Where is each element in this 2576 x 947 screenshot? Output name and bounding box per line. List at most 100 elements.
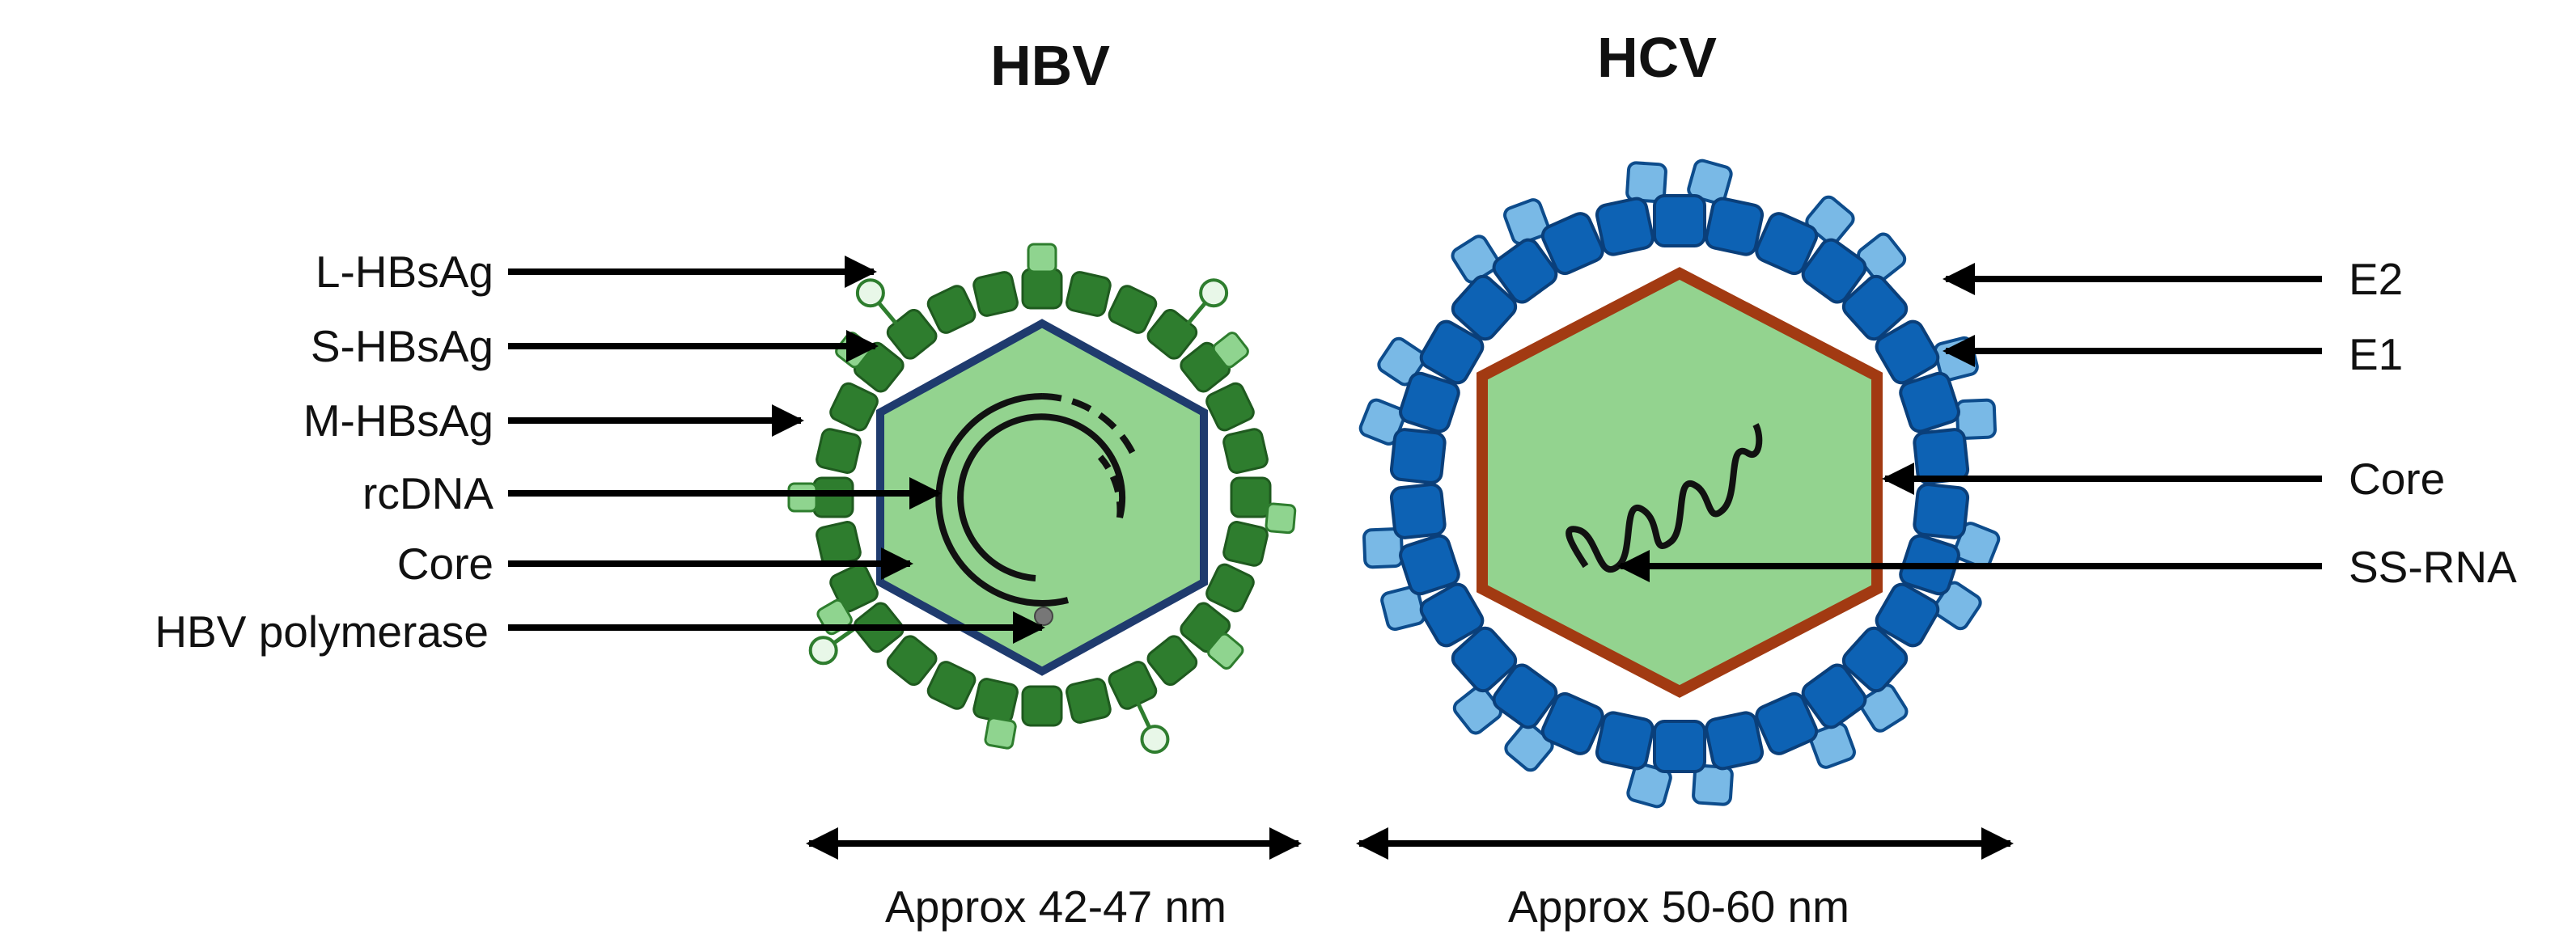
hcv-e1-protein (1653, 720, 1706, 773)
hcv-e1-protein (1801, 238, 1867, 304)
hbv-envelope-protein (926, 661, 977, 710)
hcv-e1-protein (1841, 274, 1909, 341)
hcv-size-label: Approx 50-60 nm (1508, 881, 1849, 932)
hcv-e2-protein (1859, 683, 1909, 733)
hcv-e1-protein (1399, 371, 1460, 433)
hbv-label-s-hbsag: S-HBsAg (311, 321, 879, 371)
hcv-e2-protein (1955, 398, 1997, 440)
hcv-e2-protein (1503, 198, 1550, 246)
hcv-e2-protein (1932, 581, 1982, 631)
hbv-envelope-protein (886, 308, 938, 360)
hcv-e2-protein (1687, 159, 1733, 205)
hcv-e1-protein (1755, 212, 1819, 276)
label-hcv-core: Core (2349, 454, 2445, 504)
hcv-e1-protein (1540, 691, 1604, 755)
hcv-e2-protein (1377, 336, 1427, 387)
hbv-size-label: Approx 42-47 nm (885, 881, 1227, 932)
hbv-rcdna (935, 393, 1136, 607)
hcv-e2-protein (1953, 522, 2001, 569)
hcv-e2-protein (1451, 235, 1501, 284)
hcv-e1-protein (1595, 711, 1654, 771)
hbv-label-core: Core (397, 539, 913, 589)
hcv-e1-protein (1913, 428, 1970, 484)
l-hbsag-knob (855, 278, 885, 308)
m-hbsag-protein (1207, 632, 1244, 670)
hcv-e1-protein (1841, 626, 1909, 693)
l-hbsag-stalk (1136, 701, 1152, 730)
label-ss-rna: SS-RNA (2349, 542, 2517, 592)
hcv-e1-protein (1451, 626, 1518, 693)
hcv-e2-protein (1857, 232, 1907, 282)
hbv-envelope-protein (1108, 285, 1158, 334)
hcv-e2-protein (1362, 527, 1405, 569)
hcv-capsid (1477, 267, 1883, 698)
label-e2: E2 (2349, 254, 2403, 304)
m-hbsag-protein (1212, 332, 1249, 369)
hcv-e1-protein (1540, 212, 1604, 276)
hcv-ss-rna (1566, 423, 1763, 573)
hbv-envelope-protein (1205, 382, 1255, 432)
hcv-envelope (1358, 159, 2001, 809)
hbv-envelope-protein (1066, 678, 1112, 724)
hcv-e1-protein (1801, 663, 1867, 729)
hbv-envelope-protein (886, 635, 938, 687)
m-hbsag-protein (984, 717, 1017, 750)
hcv-e1-protein (1875, 582, 1940, 648)
hbv-envelope-protein (829, 382, 879, 432)
l-hbsag-stalk (875, 300, 898, 326)
hbv-envelope-protein (1066, 271, 1112, 317)
label-rcdna: rcDNA (362, 468, 494, 518)
hbv-envelope-protein (1108, 661, 1158, 710)
hcv-e2-protein (1452, 685, 1502, 735)
hbv-envelope-protein (1021, 268, 1063, 310)
hcv-e1-protein (1451, 274, 1518, 341)
hcv-label-e1: E1 (1943, 329, 2403, 379)
hbv-envelope-protein (816, 428, 862, 474)
hcv-e2-protein (1692, 763, 1734, 806)
hcv-title: HCV (1597, 26, 1717, 89)
hbv-capsid (876, 319, 1208, 676)
hbv-envelope-protein (1222, 428, 1269, 474)
hbv-envelope-protein (972, 271, 1019, 317)
l-hbsag-knob (808, 636, 838, 666)
l-hbsag-knob (1199, 278, 1229, 308)
l-hbsag-knob (1140, 725, 1170, 755)
hbv-polymerase-dot (1034, 607, 1053, 626)
hcv-e1-protein (1399, 534, 1460, 596)
hbv-envelope-protein (812, 476, 854, 518)
hbv-label-rcdna: rcDNA (362, 468, 942, 518)
hbv-envelope-protein (829, 563, 879, 613)
hcv-size-scale: Approx 50-60 nm (1356, 827, 2014, 932)
hcv-e1-protein (1492, 238, 1558, 304)
hcv-e1-protein (1419, 582, 1485, 648)
hcv-e2-protein (1625, 161, 1667, 204)
m-hbsag-protein (787, 482, 818, 513)
hcv-label-e2: E2 (1943, 254, 2403, 304)
hcv-e1-protein (1492, 663, 1558, 729)
hcv-e1-protein (1389, 483, 1447, 539)
hbv-label-polymerase: HBV polymerase (155, 607, 1045, 657)
hcv-e1-protein (1595, 197, 1654, 256)
m-hbsag-protein (1027, 243, 1057, 273)
hcv-e2-protein (1626, 762, 1672, 809)
hcv-virion (1358, 159, 2001, 809)
label-e1: E1 (2349, 329, 2403, 379)
hcv-e2-protein (1809, 721, 1856, 769)
label-s-hbsag: S-HBsAg (311, 321, 494, 371)
hbv-virion (787, 243, 1297, 755)
hcv-label-core: Core (1882, 454, 2445, 504)
hcv-label-ss-rna: SS-RNA (1617, 542, 2517, 592)
hcv-e1-protein (1705, 197, 1765, 256)
label-l-hbsag: L-HBsAg (316, 247, 494, 297)
hcv-e1-protein (1389, 428, 1447, 484)
hbv-label-l-hbsag: L-HBsAg (316, 247, 877, 297)
hbv-label-m-hbsag: M-HBsAg (303, 395, 804, 446)
hcv-e1-protein (1419, 319, 1485, 385)
hbv-envelope-protein (1230, 476, 1272, 518)
hbv-envelope-protein (1146, 308, 1198, 360)
label-hbv-polymerase: HBV polymerase (155, 607, 489, 657)
hbv-title: HBV (990, 34, 1110, 97)
hbv-envelope-protein (1205, 563, 1255, 613)
hcv-e2-protein (1805, 195, 1855, 245)
